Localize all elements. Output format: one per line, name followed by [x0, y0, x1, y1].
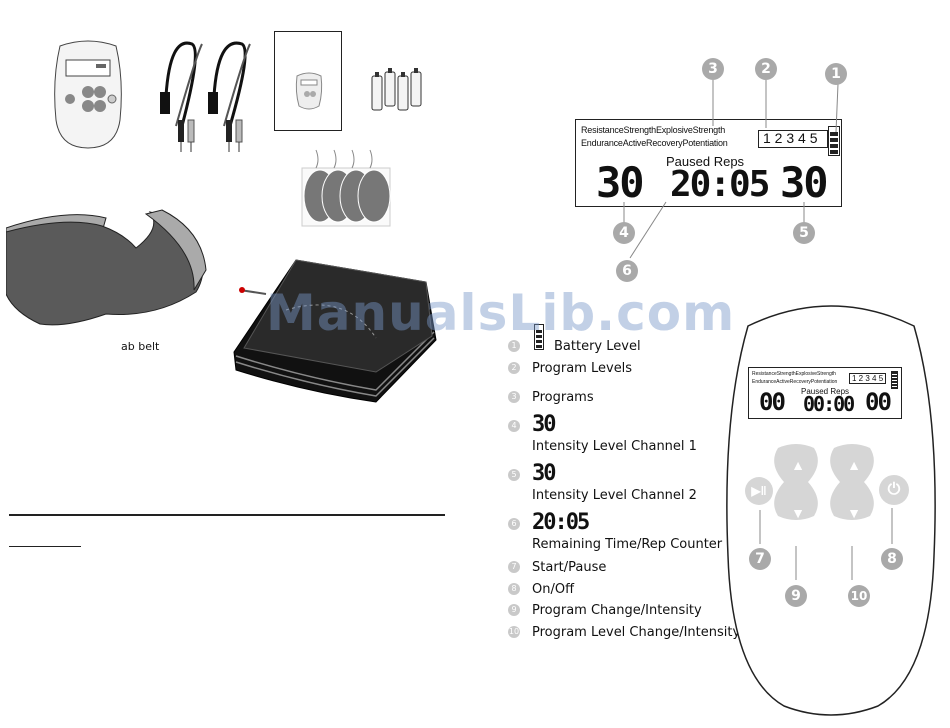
callout-6: 6	[616, 260, 638, 282]
callout-4: 4	[613, 222, 635, 244]
lcd-programs-line1: ResistanceStrengthExplosiveStrength	[581, 125, 726, 135]
legend-item-5: 5 30 Intensity Level Channel 2	[508, 461, 708, 505]
legend-num-9: 9	[508, 604, 520, 616]
legend-item-7: 7 Start/Pause	[508, 560, 708, 578]
legend-value-4: 30	[532, 412, 556, 437]
lcd-callout-lines	[623, 80, 839, 259]
legend-label-8: On/Off	[532, 582, 575, 597]
ab-belt-illustration	[6, 209, 207, 326]
lcd-display-diagram: ResistanceStrengthExplosiveStrength Endu…	[575, 119, 842, 207]
ab-belt-label: ab belt	[121, 340, 160, 353]
lcd-levels-box: 1 2 3 4 5	[758, 130, 828, 148]
legend-value-6: 20:05	[532, 510, 590, 535]
start-pause-button[interactable]: ▶‖	[745, 477, 773, 505]
legend-num-5: 5	[508, 469, 520, 481]
watermark: ManualsLib.com	[266, 284, 736, 342]
device-programs-line1: ResistanceStrengthExplosiveStrength	[752, 371, 836, 377]
ch1-down-button[interactable]: ▼	[791, 505, 805, 521]
callout-5: 5	[793, 222, 815, 244]
device-channel1: 00	[759, 388, 786, 416]
legend-label-1: Battery Level	[554, 339, 641, 354]
batteries-illustration	[371, 68, 422, 111]
legend-item-2: 2 Program Levels	[508, 361, 708, 379]
device-timer: 00:00	[803, 392, 855, 416]
section-underline	[9, 546, 81, 547]
callout-9: 9	[785, 585, 807, 607]
legend-value-5: 30	[532, 461, 556, 486]
carry-case-illustration	[233, 259, 437, 403]
ch2-down-button[interactable]: ▼	[847, 505, 861, 521]
callout-3: 3	[702, 58, 724, 80]
legend-item-3: 3 Programs	[508, 390, 708, 408]
callout-2: 2	[755, 58, 777, 80]
legend-battery-icon	[534, 324, 544, 350]
callout-1: 1	[825, 63, 847, 85]
power-button[interactable]: ⏻	[879, 475, 909, 505]
legend-num-6: 6	[508, 518, 520, 530]
gel-pads-illustration	[301, 149, 391, 227]
play-pause-icon: ▶‖	[751, 484, 767, 498]
section-divider	[9, 514, 445, 516]
device-programs-line2: EnduranceActiveRecoveryPotentiation	[752, 379, 838, 385]
manual-card-illustration	[274, 31, 342, 131]
legend-num-10: 10	[508, 626, 520, 638]
legend-item-4: 4 30 Intensity Level Channel 1	[508, 412, 708, 456]
device-screen: ResistanceStrengthExplosiveStrength Endu…	[748, 367, 902, 419]
device-channel2: 00	[865, 388, 892, 416]
legend-num-7: 7	[508, 561, 520, 573]
legend-item-8: 8 On/Off	[508, 582, 708, 600]
callout-8: 8	[881, 548, 903, 570]
battery-icon	[828, 126, 840, 156]
legend-num-3: 3	[508, 391, 520, 403]
controller-illustration	[54, 40, 122, 149]
legend-item-1: 1 Battery Level	[508, 324, 708, 356]
lcd-status: Paused Reps	[666, 154, 745, 169]
legend-label-3: Programs	[532, 390, 594, 405]
legend-item-10: 10 Program Level Change/Intensity	[508, 625, 740, 643]
ch2-up-button[interactable]: ▲	[847, 457, 861, 473]
legend-num-2: 2	[508, 362, 520, 374]
lcd-channel2: 30	[780, 158, 829, 207]
legend-num-1: 1	[508, 340, 520, 352]
device-status: Paused Reps	[801, 387, 850, 396]
callout-10: 10	[848, 585, 870, 607]
lcd-levels: 1 2 3 4 5	[763, 130, 818, 146]
legend-label-4: Intensity Level Channel 1	[532, 439, 697, 454]
legend-label-7: Start/Pause	[532, 560, 607, 575]
legend-item-9: 9 Program Change/Intensity	[508, 603, 708, 621]
power-icon: ⏻	[887, 481, 901, 498]
legend-num-8: 8	[508, 583, 520, 595]
legend-item-6: 6 20:05 Remaining Time/Rep Counter	[508, 510, 722, 554]
device-levels: 1 2 3 4 5	[849, 373, 887, 384]
device-callout-lines	[759, 508, 893, 580]
device-buttons	[774, 444, 874, 520]
lcd-programs-line2: EnduranceActiveRecoveryPotentiation	[581, 138, 728, 148]
legend-label-9: Program Change/Intensity	[532, 603, 702, 618]
legend-label-2: Program Levels	[532, 361, 633, 376]
legend-num-4: 4	[508, 420, 520, 432]
lead-wires-illustration	[160, 41, 251, 152]
ch1-up-button[interactable]: ▲	[791, 457, 805, 473]
legend-label-6: Remaining Time/Rep Counter	[532, 537, 723, 552]
legend-label-10: Program Level Change/Intensity	[532, 625, 741, 640]
callout-7: 7	[749, 548, 771, 570]
lcd-channel1: 30	[596, 158, 645, 207]
device-battery-icon	[891, 371, 898, 389]
legend-label-5: Intensity Level Channel 2	[532, 488, 697, 503]
lcd-timer: 20:05	[670, 164, 770, 205]
